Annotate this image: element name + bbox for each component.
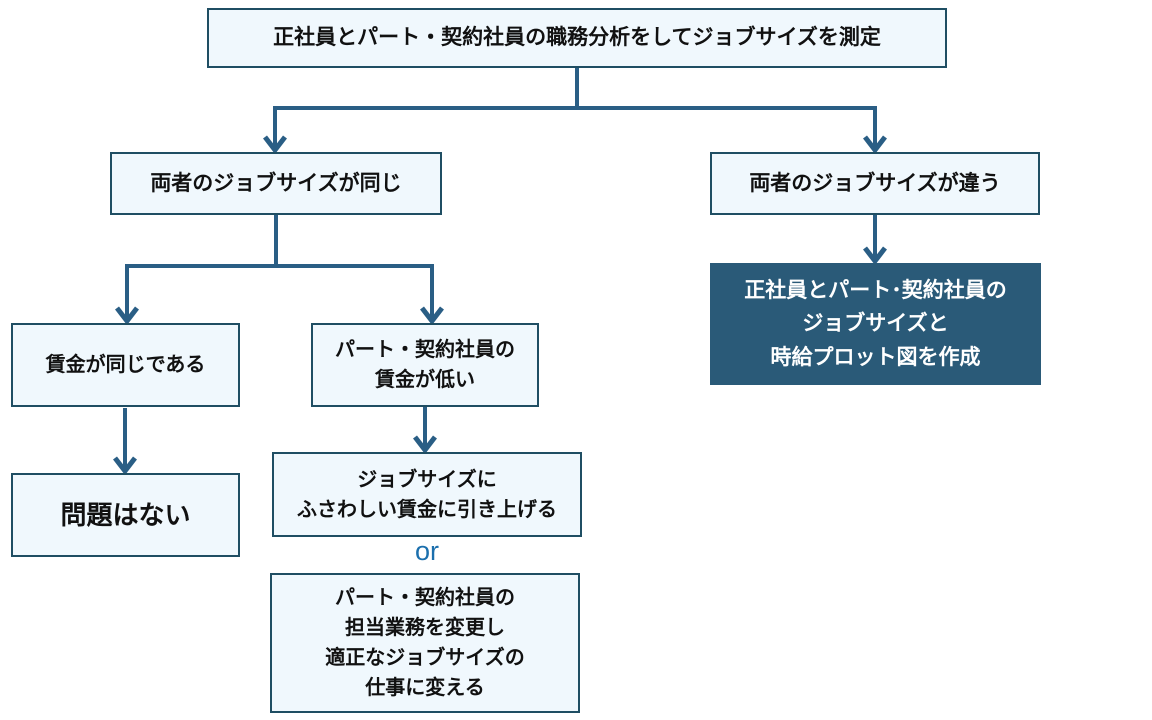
node-text: 正社員とパート･契約社員の: [744, 278, 1007, 302]
arrowhead-to-wage-low-icon: [420, 306, 444, 326]
node-text: ジョブサイズと: [802, 312, 949, 336]
node-create-plot: 正社員とパート･契約社員の ジョブサイズと 時給プロット図を作成: [710, 263, 1041, 385]
node-no-problem: 問題はない: [11, 473, 240, 557]
node-change-duties: パート・契約社員の 担当業務を変更し 適正なジョブサイズの 仕事に変える: [270, 573, 580, 713]
node-wage-same: 賃金が同じである: [11, 323, 240, 407]
node-text: 正社員とパート・契約社員の職務分析をしてジョブサイズを測定: [273, 26, 881, 50]
node-text: 適正なジョブサイズの: [325, 647, 525, 669]
arrowhead-to-wage-same-icon: [115, 306, 139, 326]
node-raise-wage: ジョブサイズに ふさわしい賃金に引き上げる: [272, 452, 582, 537]
node-wage-low: パート・契約社員の 賃金が低い: [311, 323, 539, 407]
node-text: 賃金が同じである: [45, 354, 206, 376]
connector-top-split: [273, 106, 877, 146]
node-measure-job-size: 正社員とパート・契約社員の職務分析をしてジョブサイズを測定: [207, 8, 947, 68]
arrowhead-to-diff-size-icon: [863, 135, 887, 155]
arrowhead-to-no-problem-icon: [113, 456, 137, 476]
node-text: 時給プロット図を作成: [770, 345, 981, 369]
arrowhead-to-create-plot-icon: [863, 246, 887, 266]
node-job-size-same: 両者のジョブサイズが同じ: [110, 152, 442, 215]
node-text: ジョブサイズに: [357, 468, 497, 491]
arrowhead-to-raise-wage-icon: [413, 435, 437, 455]
node-text: 仕事に変える: [365, 677, 485, 699]
node-text: 担当業務を変更し: [345, 617, 505, 639]
node-text: パート・契約社員の: [335, 339, 515, 361]
arrowhead-to-same-size-icon: [263, 135, 287, 155]
or-connector-label: or: [414, 536, 439, 566]
node-text: 両者のジョブサイズが同じ: [150, 171, 402, 195]
node-text: ふさわしい賃金に引き上げる: [297, 498, 557, 521]
node-text: パート・契約社員の: [335, 587, 515, 609]
node-text: 賃金が低い: [375, 369, 475, 391]
connector-wage-split: [125, 264, 434, 317]
node-text: 両者のジョブサイズが違う: [749, 171, 1001, 195]
node-job-size-different: 両者のジョブサイズが違う: [710, 152, 1040, 215]
node-text: 問題はない: [60, 499, 191, 530]
